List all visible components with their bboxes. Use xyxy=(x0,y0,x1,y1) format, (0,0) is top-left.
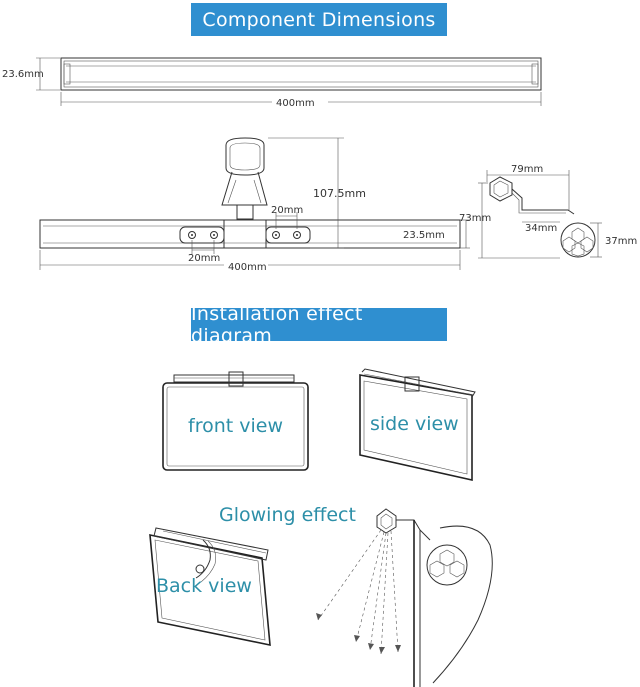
top-bar-height-dimension: 23.6mm xyxy=(2,57,60,91)
upper-spacing-label: 20mm xyxy=(271,205,303,216)
front-view-label: front view xyxy=(188,415,283,437)
side-width-dimension: 79mm xyxy=(486,164,570,210)
front-view-drawing: front view xyxy=(162,371,309,471)
clip-height-label: 107.5mm xyxy=(313,187,366,200)
top-bar-length-dimension: 400mm xyxy=(60,92,542,109)
side-view-drawing: side view xyxy=(359,368,476,481)
side-knob-label: 37mm xyxy=(605,236,637,247)
side-knob-dimension: 37mm xyxy=(590,222,637,258)
back-view-drawing: Back view xyxy=(149,527,271,647)
mid-bar-length-dimension: 400mm xyxy=(39,250,461,273)
side-profile-drawing xyxy=(489,176,596,258)
mid-bar-height-dimension: 23.5mm xyxy=(403,219,470,249)
mount-spacing-dimensions: 20mm 20mm xyxy=(188,205,303,264)
side-arm-label: 34mm xyxy=(525,223,557,234)
side-view-label: side view xyxy=(370,413,459,435)
glowing-effect-label: Glowing effect xyxy=(219,504,356,526)
clip-height-dimension: 107.5mm xyxy=(268,137,366,249)
mid-bar-height-label: 23.5mm xyxy=(403,230,445,241)
lower-spacing-label: 20mm xyxy=(188,253,220,264)
side-width-label: 79mm xyxy=(511,164,543,175)
component-dimensions-banner: Component Dimensions xyxy=(191,3,447,36)
mid-bar-length-label: 400mm xyxy=(228,262,267,273)
glowing-effect-drawing: Glowing effect xyxy=(219,504,493,687)
top-light-bar xyxy=(60,57,542,91)
side-height-dimension: 73mm xyxy=(459,182,560,259)
top-bar-length-label: 400mm xyxy=(276,98,315,109)
back-view-label: Back view xyxy=(156,575,252,597)
side-height-label: 73mm xyxy=(459,213,491,224)
side-arm-dimension: 34mm xyxy=(522,221,560,234)
top-bar-height-label: 23.6mm xyxy=(2,69,44,80)
installation-effect-banner: Installation effect diagram xyxy=(191,303,447,347)
mid-light-bar-with-clip xyxy=(39,137,461,249)
